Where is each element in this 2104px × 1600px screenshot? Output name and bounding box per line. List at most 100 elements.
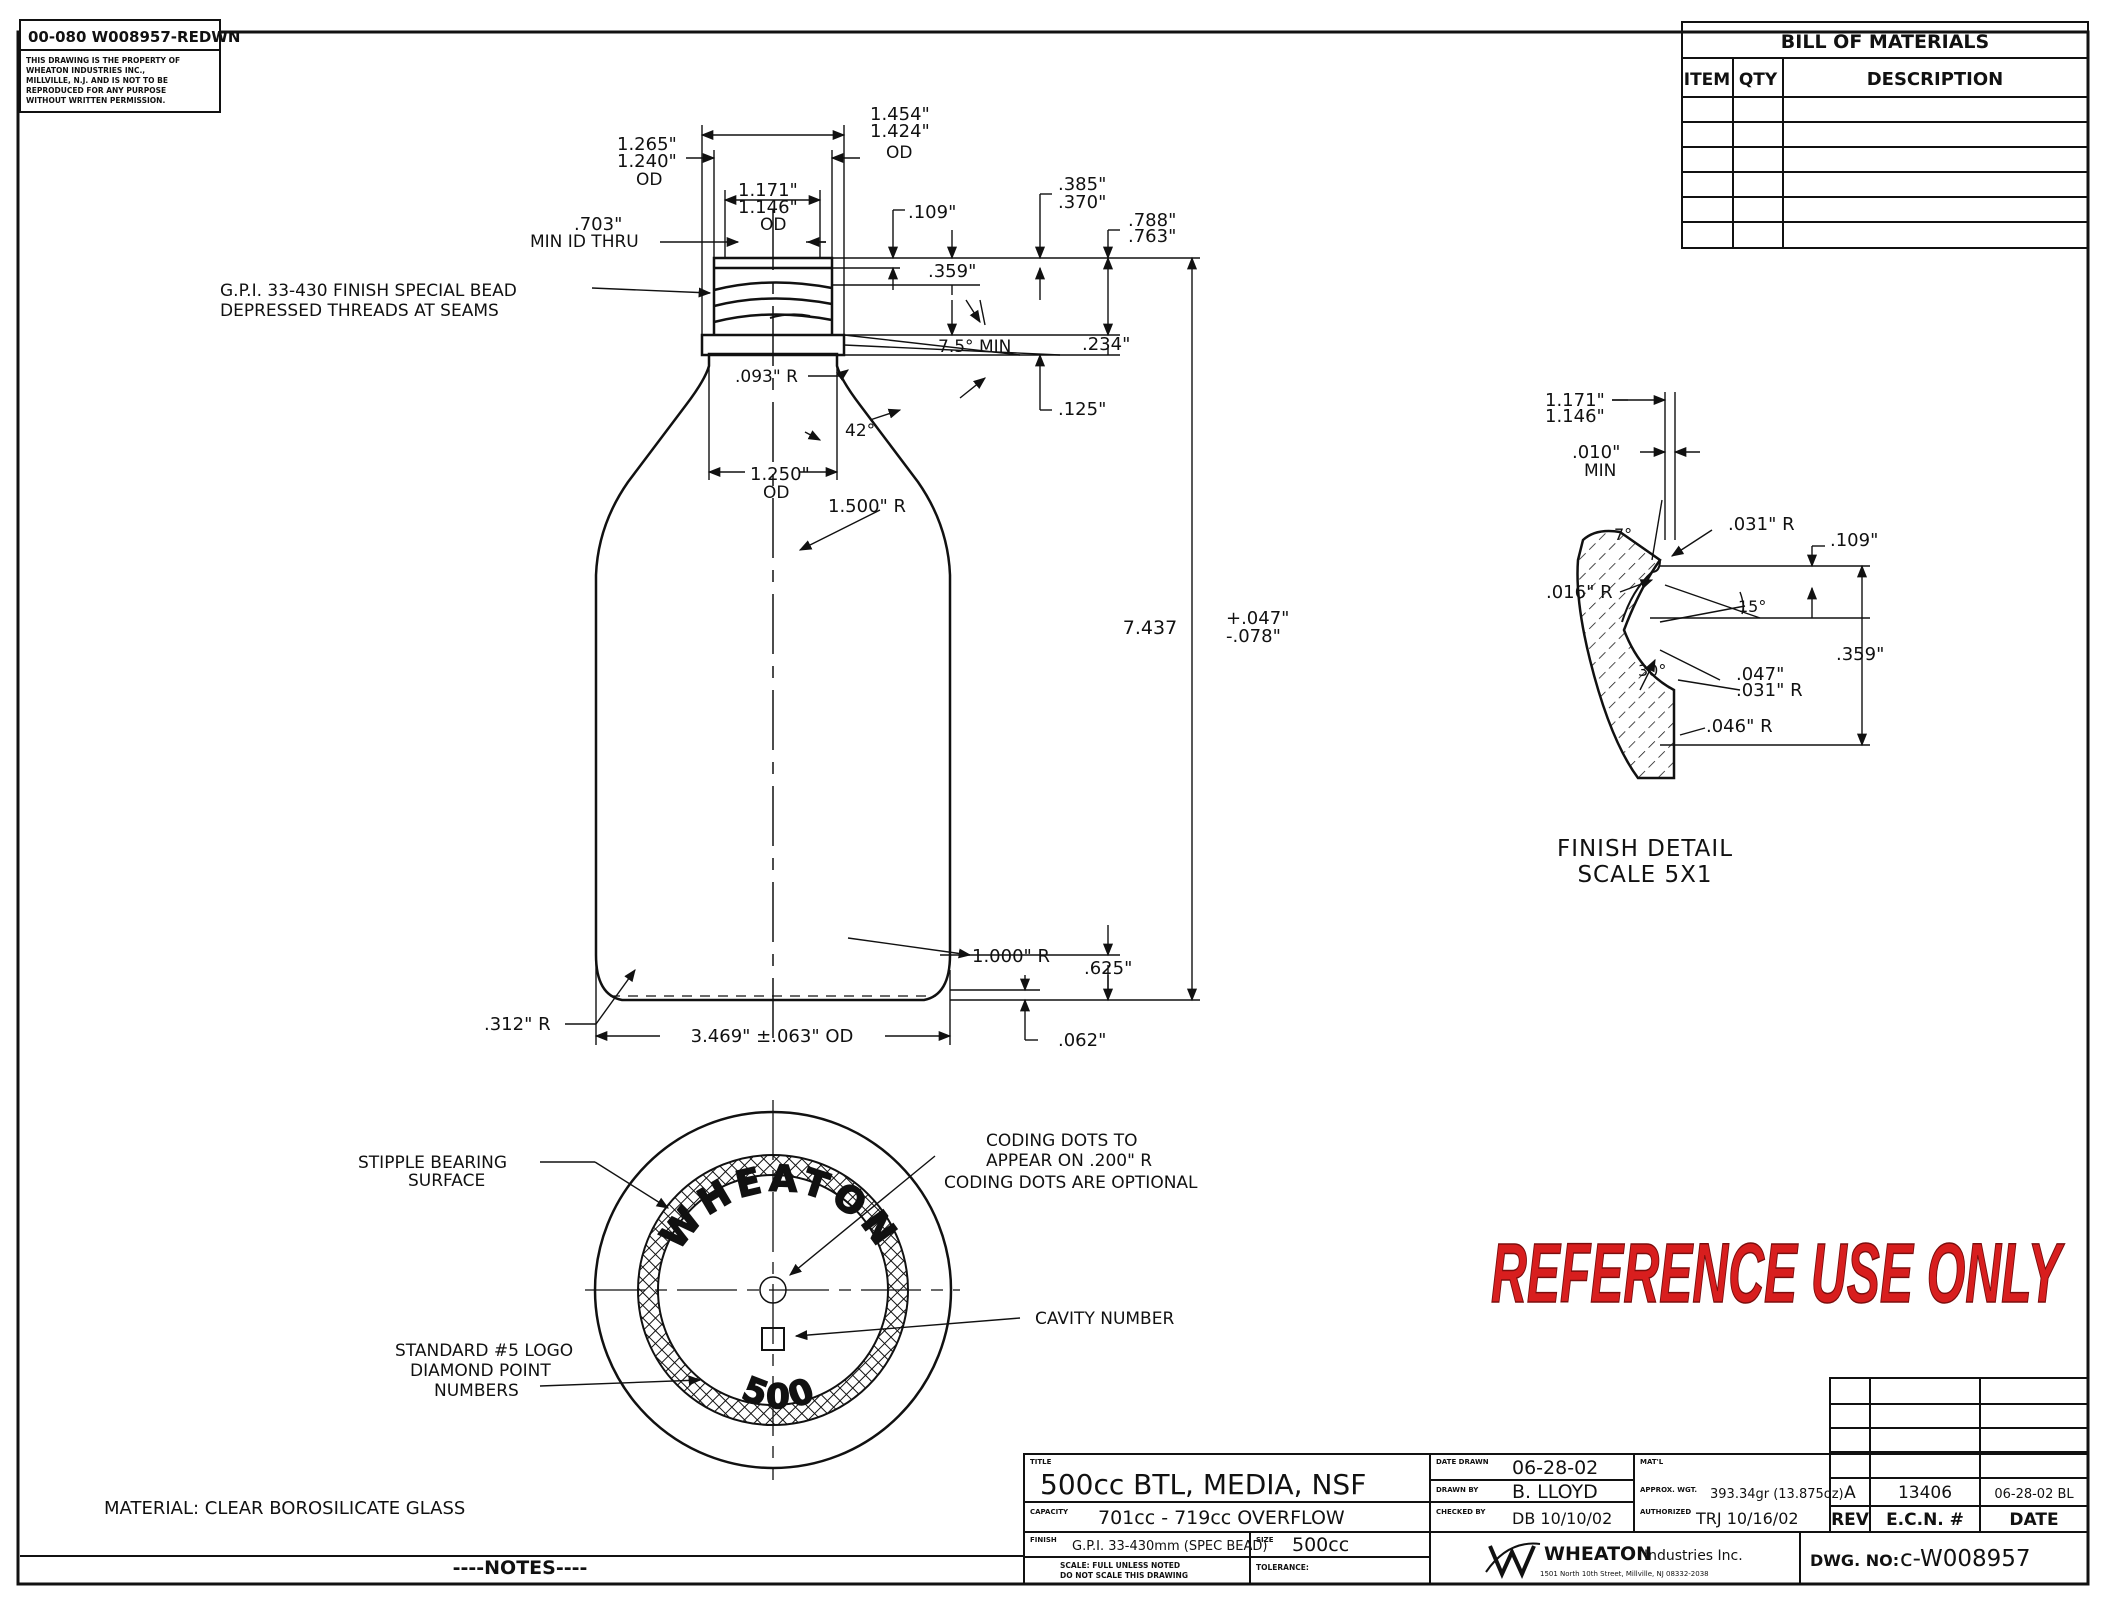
dim-625: .625": [1084, 958, 1132, 979]
fd-1146: 1.146": [1545, 406, 1605, 427]
notes-label: ----NOTES----: [453, 1557, 588, 1579]
finish-detail-dims: [1612, 392, 1870, 747]
stamp-id: 00-080 W008957-REDWN: [28, 28, 240, 46]
fd-1171: 1.171": [1545, 390, 1605, 411]
dim-neck-od-c: OD: [636, 170, 662, 190]
stipple-note-b: SURFACE: [408, 1171, 485, 1191]
tb-capacity: 701cc - 719cc OVERFLOW: [1098, 1507, 1345, 1529]
profile-dimension-lines: [565, 125, 1200, 1045]
stamp-notice-4: REPRODUCED FOR ANY PURPOSE: [26, 86, 166, 95]
dim-height: 7.437: [1123, 617, 1177, 639]
dim-top-od-b: 1.424": [870, 121, 930, 142]
bom-title: BILL OF MATERIALS: [1781, 31, 1989, 53]
cavity-note: CAVITY NUMBER: [1035, 1309, 1174, 1329]
dim-top-od-c: OD: [886, 143, 912, 163]
tb-title-label: TITLE: [1030, 1458, 1052, 1466]
tb-weight: 393.34gr (13.875oz): [1710, 1487, 1844, 1502]
fd-010: .010": [1572, 442, 1620, 463]
fd-r031b: .031" R: [1736, 680, 1803, 701]
dim-thread-od-c: OD: [760, 215, 786, 235]
bottom-view: [585, 1100, 960, 1480]
dim-r312: .312" R: [484, 1014, 551, 1035]
bom-col-item: ITEM: [1684, 70, 1730, 90]
tb-checked-label: CHECKED BY: [1436, 1508, 1486, 1516]
dim-thread-od-b: 1.146": [738, 197, 798, 218]
bom-col-desc: DESCRIPTION: [1867, 69, 2004, 90]
tb-auth: TRJ 10/16/02: [1695, 1509, 1799, 1528]
fd-r047: .047": [1736, 664, 1784, 685]
stamp-notice-1: THIS DRAWING IS THE PROPERTY OF: [26, 56, 180, 65]
dim-763: .763": [1128, 226, 1176, 247]
wheaton-logo: [1485, 1542, 1541, 1579]
tb-company-rest: Industries Inc.: [1644, 1548, 1743, 1564]
tb-date: 06-28-02: [1512, 1457, 1598, 1479]
dim-od1250-a: 1.250": [750, 464, 810, 485]
dim-neck-od-a: 1.265": [617, 134, 677, 155]
coding-note-b: APPEAR ON .200" R: [986, 1151, 1152, 1171]
dim-109: .109": [908, 202, 956, 223]
ecn-header: E.C.N. #: [1886, 1510, 1964, 1530]
fd-caption-a: FINISH DETAIL: [1557, 836, 1733, 862]
logo-note-c: NUMBERS: [434, 1381, 519, 1401]
fd-angle-30: 30°: [1638, 661, 1666, 680]
fd-caption-b: SCALE 5X1: [1577, 862, 1712, 888]
ecn-value: 13406: [1898, 1483, 1952, 1503]
tb-capacity-label: CAPACITY: [1030, 1508, 1069, 1516]
coding-note-c: CODING DOTS ARE OPTIONAL: [944, 1173, 1198, 1193]
finish-detail-view: [1576, 529, 1676, 780]
tb-size-label: SIZE: [1256, 1536, 1274, 1544]
dim-angle-42: 42°: [845, 421, 875, 441]
bill-of-materials: [1681, 21, 2089, 249]
dim-r093: .093" R: [735, 367, 798, 387]
tb-address: 1501 North 10th Street, Millville, NJ 08…: [1540, 1570, 1709, 1578]
dim-370: .370": [1058, 192, 1106, 213]
dim-359: .359": [928, 261, 976, 282]
fd-359: .359": [1836, 644, 1884, 665]
dim-tol-plus: +.047": [1226, 608, 1289, 629]
sheet-border: [16, 30, 2090, 1586]
stamp-notice-5: WITHOUT WRITTEN PERMISSION.: [26, 96, 165, 105]
tb-scale-note-a: SCALE: FULL UNLESS NOTED: [1060, 1561, 1180, 1570]
tb-matl-label: MAT'L: [1640, 1458, 1664, 1466]
fd-angle-15: 15°: [1738, 597, 1766, 616]
dim-min-id-a: .703": [574, 214, 622, 235]
dim-tol-minus: -.078": [1226, 626, 1281, 647]
tb-title: 500cc BTL, MEDIA, NSF: [1040, 1468, 1366, 1501]
tb-checked: DB 10/10/02: [1512, 1509, 1612, 1528]
tb-dwg-no: c-W008957: [1900, 1546, 2031, 1572]
corner-stamp: 00-080 W008957-REDWN THIS DRAWING IS THE…: [19, 19, 240, 113]
fd-min: MIN: [1584, 461, 1616, 481]
bottom-view-leaders: [539, 1155, 1021, 1387]
dim-neck-od-b: 1.240": [617, 151, 677, 172]
dim-od1250-b: OD: [763, 483, 789, 503]
tb-auth-label: AUTHORIZED: [1640, 1508, 1691, 1516]
dim-angle-min: 7.5° MIN: [938, 337, 1011, 357]
dim-base-od: 3.469" ±.063" OD: [691, 1026, 854, 1047]
bom-col-qty: QTY: [1739, 70, 1778, 90]
dim-788: .788": [1128, 210, 1176, 231]
dim-125: .125": [1058, 399, 1106, 420]
fd-angle-7: 7°: [1614, 525, 1632, 544]
finish-note-b: DEPRESSED THREADS AT SEAMS: [220, 301, 499, 321]
fd-109: .109": [1830, 530, 1878, 551]
coding-note-a: CODING DOTS TO: [986, 1131, 1137, 1151]
dim-234: .234": [1082, 334, 1130, 355]
material-note: MATERIAL: CLEAR BOROSILICATE GLASS: [104, 1498, 465, 1519]
tb-size: 500cc: [1292, 1534, 1349, 1556]
size-arc-text: 500: [737, 1369, 823, 1417]
reference-use-only-stamp: REFERENCE USE ONLY: [1491, 1226, 2065, 1320]
dim-062: .062": [1058, 1030, 1106, 1051]
tb-drawn-label: DRAWN BY: [1436, 1486, 1479, 1494]
stamp-notice-3: MILLVILLE, N.J. AND IS NOT TO BE: [26, 76, 168, 85]
dim-top-od-a: 1.454": [870, 104, 930, 125]
tb-finish-label: FINISH: [1030, 1536, 1057, 1544]
tb-finish: G.P.I. 33-430mm (SPEC BEAD): [1072, 1539, 1267, 1554]
title-block-lines: [1023, 1377, 2089, 1585]
tb-company: WHEATON: [1544, 1543, 1652, 1565]
tb-scale-note-b: DO NOT SCALE THIS DRAWING: [1060, 1571, 1188, 1580]
tb-drawn: B. LLOYD: [1512, 1481, 1598, 1503]
stipple-note-a: STIPPLE BEARING: [358, 1153, 507, 1173]
finish-note-a: G.P.I. 33-430 FINISH SPECIAL BEAD: [220, 281, 517, 301]
